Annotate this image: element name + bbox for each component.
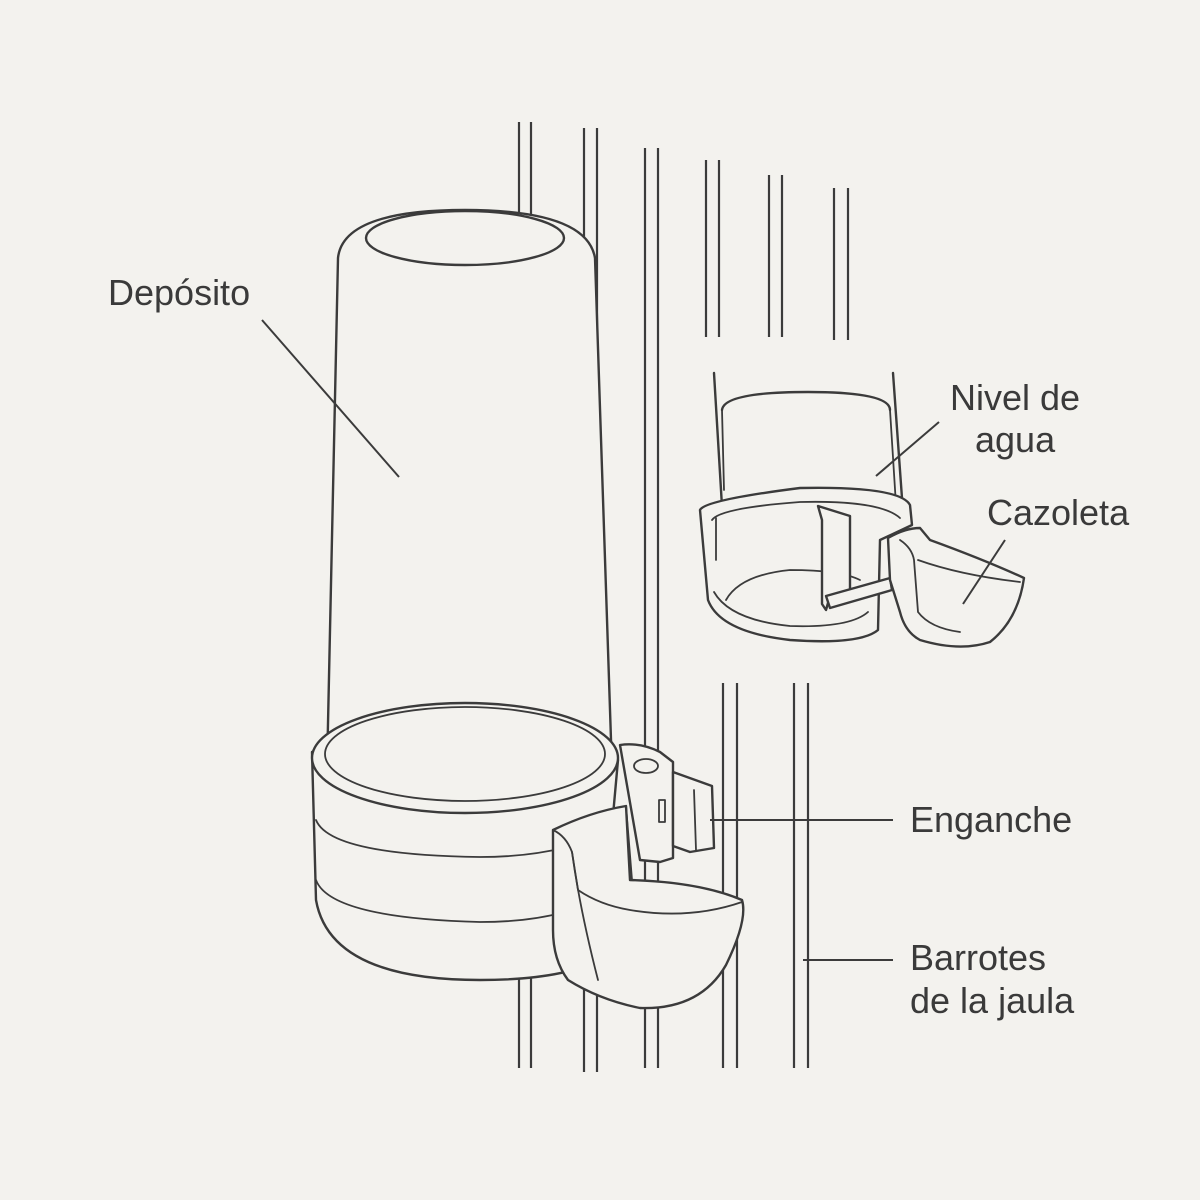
waterer-main: [310, 208, 745, 1010]
feeding-dish-main: [551, 804, 745, 1010]
inset-dish-rim: [917, 559, 1021, 583]
base-rim-inner: [324, 706, 606, 802]
label-water-level-line1: Nivel de: [950, 377, 1080, 418]
leader-water-level: [875, 421, 940, 477]
leader-dish: [962, 539, 1006, 605]
label-dish: Cazoleta: [987, 492, 1130, 533]
hook-clip: [618, 743, 716, 864]
dish-body: [551, 804, 745, 1010]
cage-bars-upper-right: [704, 160, 850, 340]
labels: Depósito Nivel de agua Cazoleta Enganche…: [108, 272, 1130, 1021]
water-left: [721, 409, 725, 491]
label-bars-line1: Barrotes: [910, 937, 1046, 978]
dish-inner-rim: [552, 829, 743, 915]
hook-tab: [671, 770, 716, 854]
detail-cutaway: [698, 371, 1026, 648]
water-right: [889, 409, 897, 506]
base-rim-outer: [310, 701, 620, 815]
cage-bars-lower-right: [721, 683, 810, 1068]
hook-hole: [633, 758, 659, 774]
label-reservoir: Depósito: [108, 272, 250, 313]
reservoir-body: [325, 208, 614, 772]
leader-lines: [261, 319, 1006, 961]
leader-reservoir: [261, 319, 400, 478]
hook-body: [618, 743, 675, 864]
reservoir-cap: [364, 209, 566, 267]
label-water-level-line2: agua: [975, 419, 1056, 460]
hook-tab-edge: [693, 789, 697, 851]
inset-dish: [886, 526, 1026, 648]
label-hook: Enganche: [910, 799, 1072, 840]
label-bars-line2: de la jaula: [910, 980, 1075, 1021]
water-surface-back: [720, 390, 892, 412]
inset-dish-inner: [899, 539, 961, 633]
inset-floor: [713, 591, 869, 628]
inset-rim-inner: [711, 500, 901, 521]
hook-latch: [658, 799, 666, 823]
dish-side-line: [571, 851, 599, 981]
dish-back-edge: [625, 805, 633, 881]
